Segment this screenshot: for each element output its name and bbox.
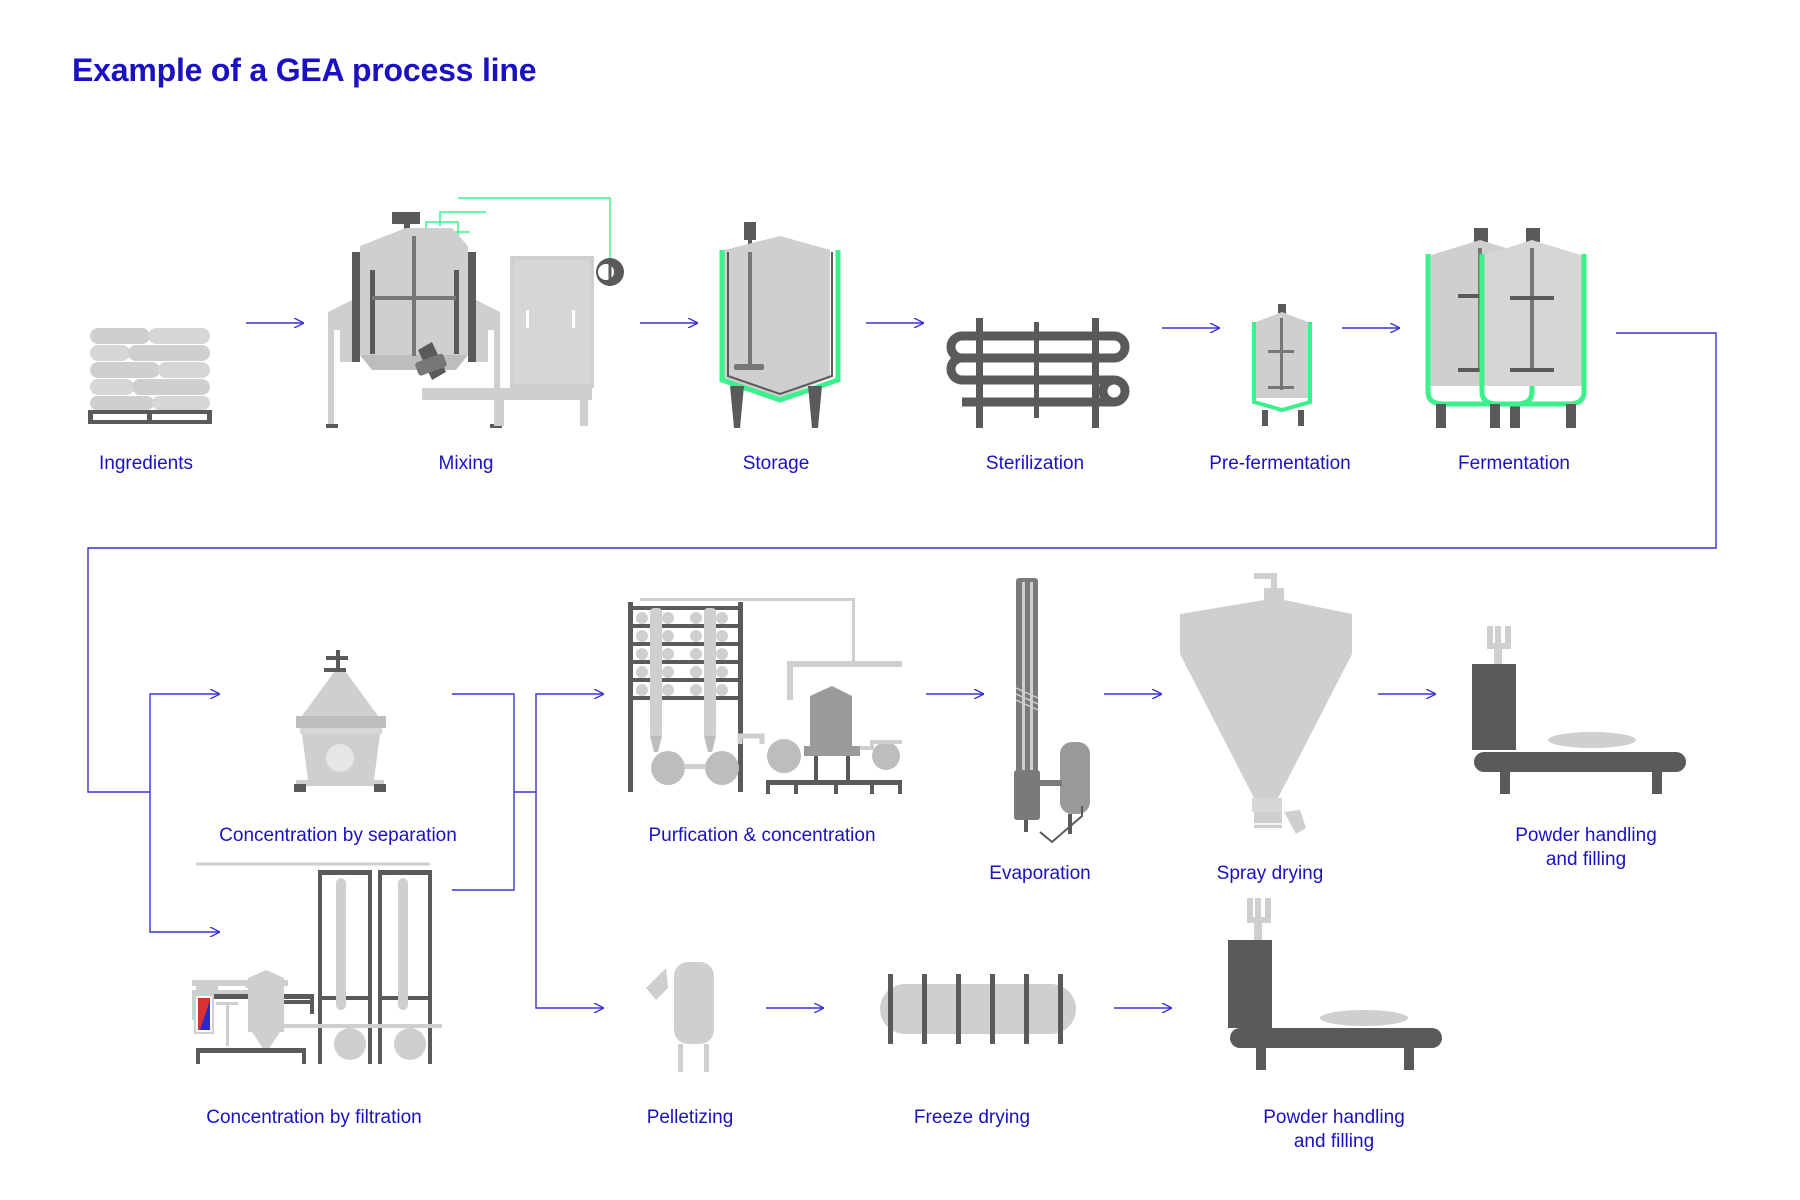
label-powder-handling-1-line-1: Powder handling (1515, 825, 1657, 846)
spray-dryer-icon (1180, 573, 1352, 834)
label-ingredients: Ingredients (99, 453, 193, 474)
label-purification: Purfication & concentration (648, 825, 875, 846)
pre-fermentation-tank-icon (1252, 304, 1312, 426)
label-fermentation: Fermentation (1458, 453, 1570, 474)
label-spray-drying: Spray drying (1217, 863, 1324, 884)
flow-merge-to-purification (452, 694, 604, 1008)
pelletizer-icon (646, 962, 714, 1072)
label-storage: Storage (743, 453, 810, 474)
label-powder-handling-1-line-2: and filling (1546, 849, 1626, 870)
label-powder-handling-2-line-2: and filling (1294, 1131, 1374, 1152)
label-pre-fermentation: Pre-fermentation (1209, 453, 1351, 474)
filtration-unit-icon (192, 862, 442, 1064)
label-pelletizing: Pelletizing (647, 1107, 734, 1128)
label-concentration-separation: Concentration by separation (219, 825, 457, 846)
freeze-dryer-icon (880, 974, 1076, 1044)
powder-filling-station-icon-2 (1228, 898, 1442, 1070)
label-concentration-filtration: Concentration by filtration (206, 1107, 421, 1128)
label-evaporation: Evaporation (989, 863, 1090, 884)
fermentation-tanks-icon (1425, 228, 1587, 428)
powder-filling-station-icon-1 (1472, 626, 1686, 794)
mixing-tank-icon (326, 197, 624, 428)
evaporator-icon (1014, 578, 1090, 844)
storage-tank-icon (719, 222, 841, 428)
flow-connector-row1-to-row2 (87, 332, 1717, 793)
label-mixing: Mixing (439, 453, 494, 474)
purification-plant-icon (628, 598, 902, 794)
separator-centrifuge-icon (294, 650, 386, 792)
label-powder-handling-2-line-1: Powder handling (1263, 1107, 1405, 1128)
flow-split-separation-filtration (149, 694, 220, 932)
flow-arrows-row-1 (246, 323, 1400, 328)
label-sterilization: Sterilization (986, 453, 1084, 474)
ingredients-sacks-icon (88, 328, 212, 424)
page-title: Example of a GEA process line (72, 52, 537, 88)
label-freeze-drying: Freeze drying (914, 1107, 1030, 1128)
sterilization-heat-exchanger-icon (946, 318, 1130, 428)
